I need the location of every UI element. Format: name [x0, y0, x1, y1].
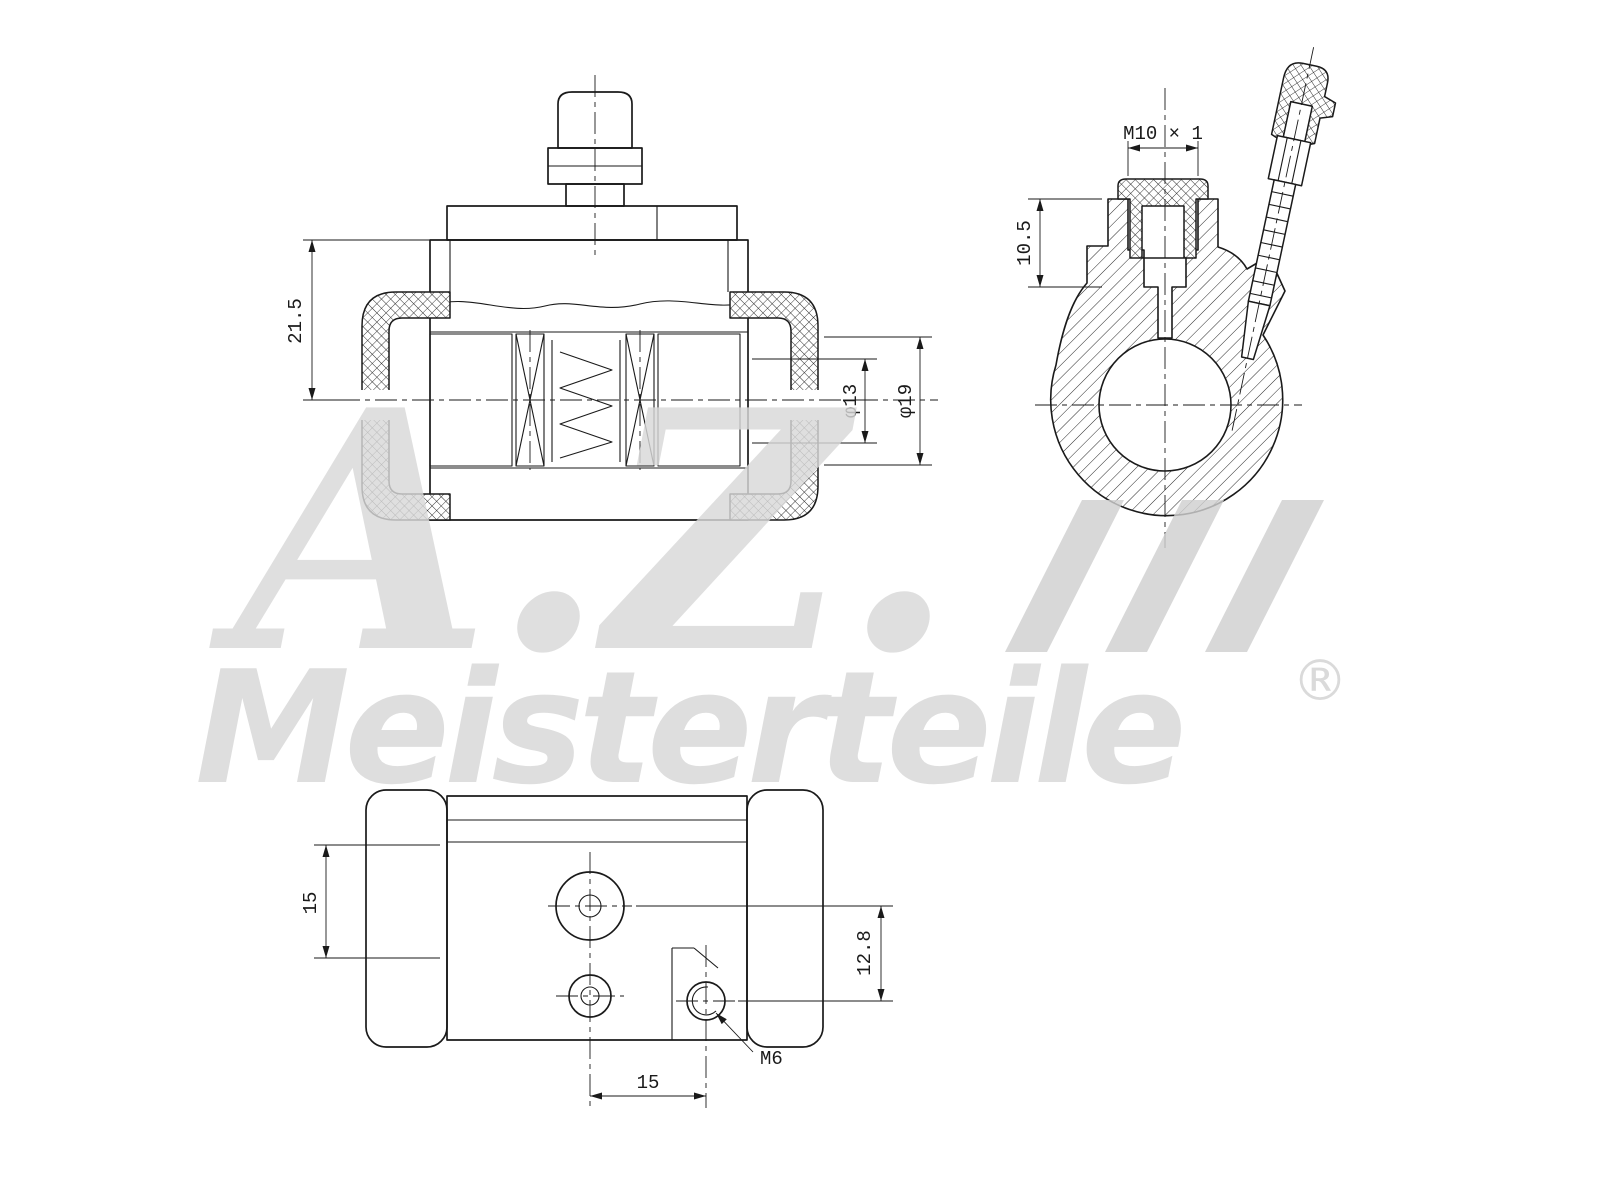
dust-boot-left — [356, 291, 451, 521]
side-section-view: M10 × 1 10.5 — [1014, 47, 1337, 548]
watermark: A.Z. Meisterteile ® — [195, 338, 1348, 819]
dimension-port-depth: 10.5 — [1014, 198, 1102, 288]
boss-step-lines — [671, 947, 719, 1040]
dimension-offset-right: 12.8 — [636, 905, 893, 1002]
dimension-offset-top: 15 — [300, 844, 440, 959]
dim-label-offset-top: 15 — [300, 892, 322, 915]
dimension-hole-spacing: 15 — [590, 1072, 706, 1100]
boot-cap-left — [365, 789, 448, 1048]
bottom-view: 15 12.8 15 M6 — [300, 789, 893, 1108]
bleeder-valve — [1231, 47, 1337, 431]
dim-label-bore-outer: φ19 — [895, 384, 917, 418]
bleeder-port-front — [547, 91, 643, 207]
return-spring — [551, 340, 621, 462]
dim-label-front-height: 21.5 — [285, 298, 307, 344]
watermark-script-logo: A.Z. — [209, 338, 956, 726]
dim-label-port-depth: 10.5 — [1014, 220, 1036, 266]
dim-label-bore-inner: φ13 — [840, 384, 862, 418]
break-wavy-line — [429, 300, 749, 310]
front-section-view: 21.5 φ13 φ19 — [285, 75, 938, 521]
pushrod-opening-left — [356, 390, 390, 420]
dimension-bore-inner: φ13 — [752, 358, 877, 444]
port-dust-cap — [1117, 178, 1209, 259]
dust-boot-right — [729, 291, 824, 521]
top-plate — [446, 205, 738, 241]
brand-m-logo — [1005, 500, 1324, 652]
pushrod-opening-right — [790, 390, 824, 420]
dim-label-hole-spacing: 15 — [637, 1072, 660, 1094]
dimension-front-height: 21.5 — [285, 239, 430, 401]
m6-callout: M6 — [715, 1012, 783, 1070]
dim-label-m6: M6 — [760, 1048, 783, 1070]
watermark-registered-mark: ® — [1292, 649, 1348, 714]
bleeder-axis-centerline — [1231, 47, 1315, 431]
dimension-bore-outer: φ19 — [824, 336, 932, 466]
bleeder-tip — [1240, 300, 1271, 361]
boot-cap-right — [746, 789, 824, 1048]
watermark-brand-text: Meisterteile — [195, 637, 1181, 819]
dim-label-offset-right: 12.8 — [854, 930, 876, 976]
dimension-port-thread: M10 × 1 — [1123, 123, 1203, 176]
dim-label-port-thread: M10 × 1 — [1123, 123, 1203, 145]
body-outline-bottom — [446, 795, 748, 1041]
nipple-cap — [557, 91, 633, 149]
